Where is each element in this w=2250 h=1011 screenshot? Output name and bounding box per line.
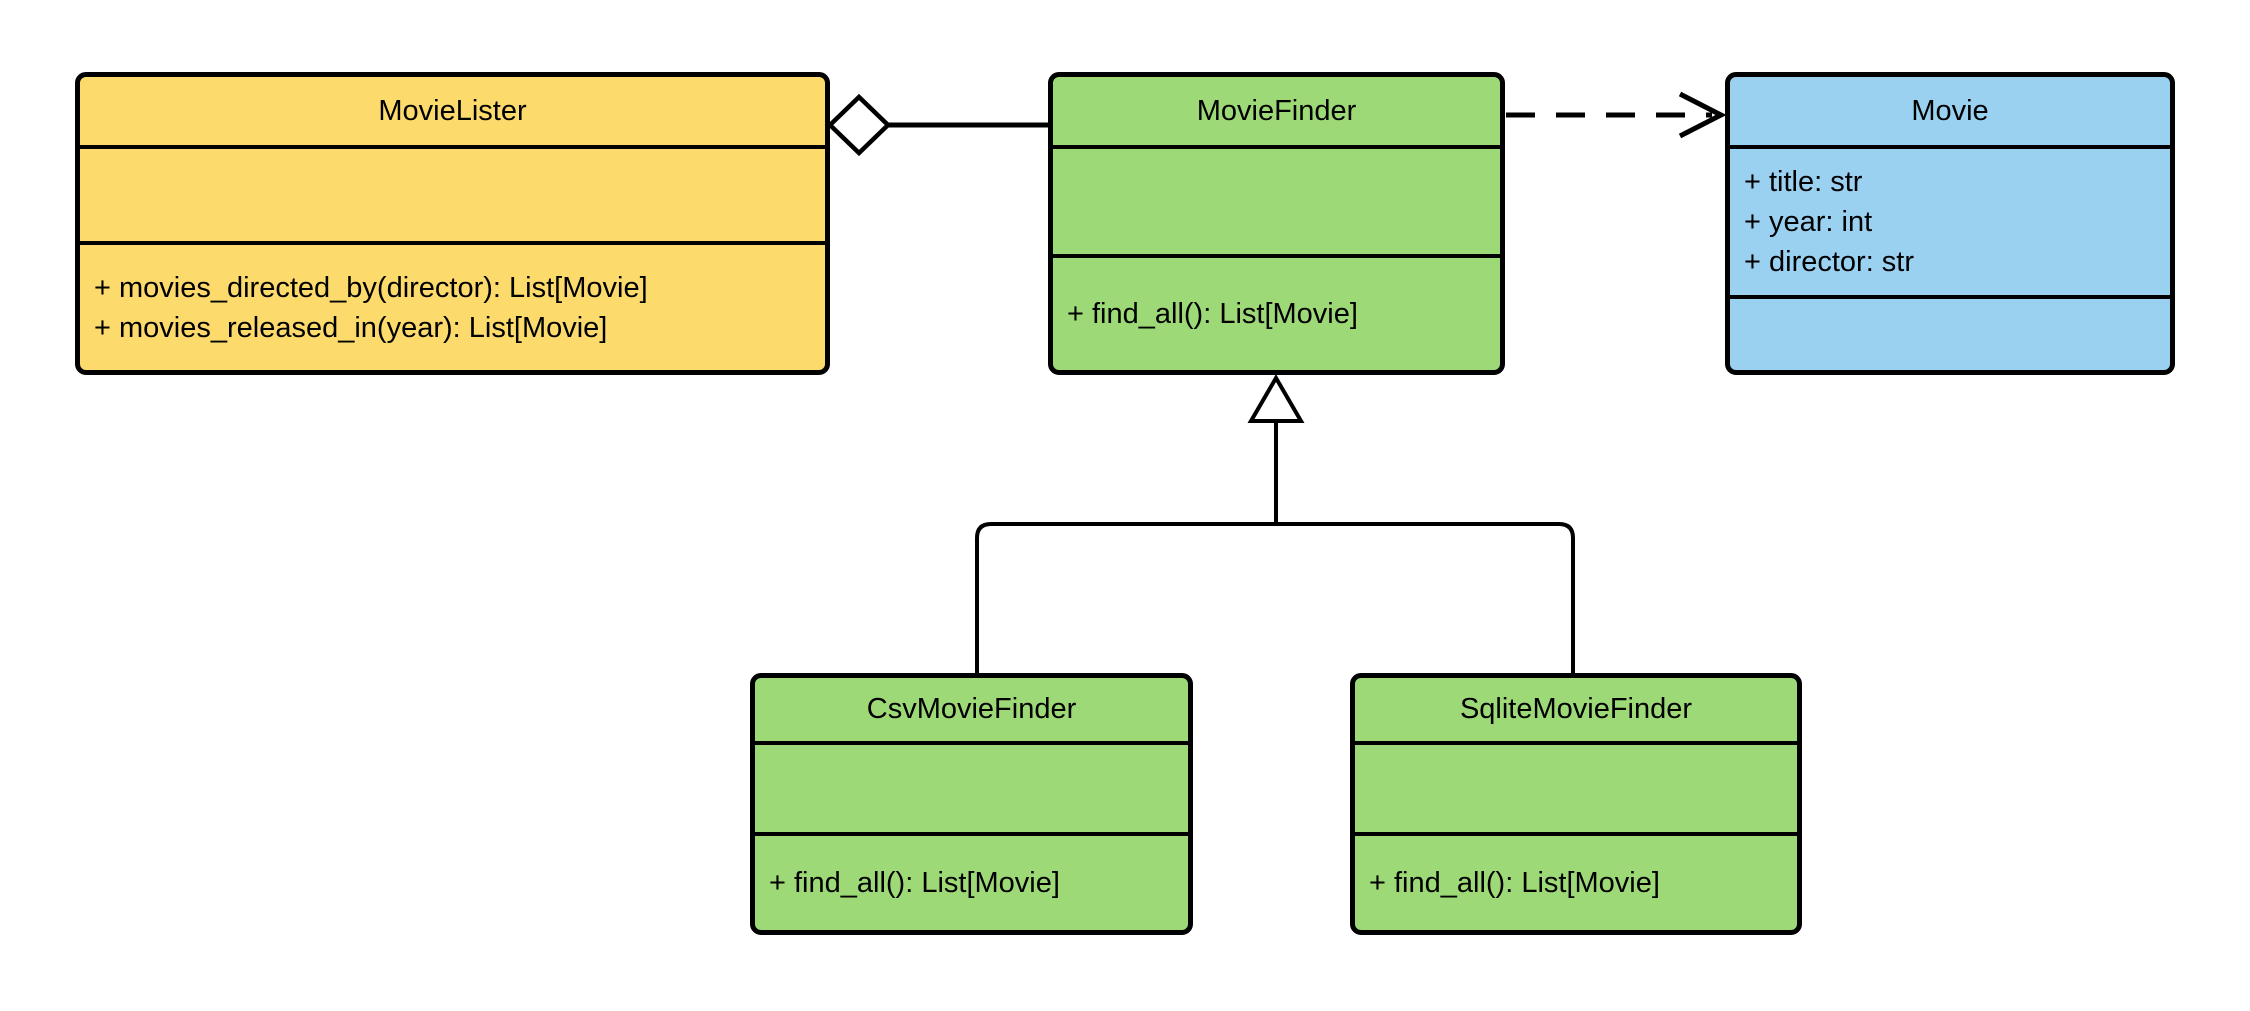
class-attributes-compartment — [1355, 741, 1797, 832]
aggregation-edge-movielister-moviefinder — [826, 93, 1048, 157]
class-methods-compartment — [1730, 295, 2170, 370]
class-methods-compartment: + find_all(): List[Movie] — [1053, 254, 1500, 370]
attribute-item: + year: int — [1744, 206, 1873, 238]
inheritance-triangle-icon — [1247, 374, 1305, 423]
class-box-movielister: MovieLister + movies_directed_by(directo… — [75, 72, 830, 375]
method-item: + movies_directed_by(director): List[Mov… — [94, 271, 648, 304]
class-attributes-compartment — [1053, 145, 1500, 254]
class-title-compartment: MovieLister — [80, 77, 825, 145]
class-box-moviefinder: MovieFinder + find_all(): List[Movie] — [1048, 72, 1505, 375]
method-item: + find_all(): List[Movie] — [769, 867, 1060, 899]
class-box-csvmoviefinder: CsvMovieFinder + find_all(): List[Movie] — [750, 673, 1193, 935]
class-title-compartment: SqliteMovieFinder — [1355, 678, 1797, 741]
aggregation-diamond-icon — [826, 93, 892, 157]
class-name-label: CsvMovieFinder — [866, 693, 1077, 725]
inheritance-edges-subfinders-moviefinder — [975, 374, 1575, 674]
class-name-label: MovieFinder — [1196, 94, 1357, 127]
class-name-label: Movie — [1911, 94, 1989, 127]
class-methods-compartment: + find_all(): List[Movie] — [755, 832, 1188, 930]
class-attributes-compartment — [80, 145, 825, 241]
class-name-label: MovieLister — [378, 94, 527, 127]
class-box-movie: Movie + title: str + year: int + directo… — [1725, 72, 2175, 375]
class-title-compartment: CsvMovieFinder — [755, 678, 1188, 741]
attribute-item: + director: str — [1744, 246, 1915, 278]
method-item: + movies_released_in(year): List[Movie] — [94, 311, 608, 344]
class-title-compartment: MovieFinder — [1053, 77, 1500, 145]
class-methods-compartment: + find_all(): List[Movie] — [1355, 832, 1797, 930]
dependency-edge-moviefinder-movie — [1506, 91, 1727, 139]
class-attributes-compartment: + title: str + year: int + director: str — [1730, 145, 2170, 295]
class-attributes-compartment — [755, 741, 1188, 832]
method-item: + find_all(): List[Movie] — [1067, 298, 1358, 330]
attribute-item: + title: str — [1744, 166, 1863, 198]
class-name-label: SqliteMovieFinder — [1459, 693, 1693, 725]
class-methods-compartment: + movies_directed_by(director): List[Mov… — [80, 241, 825, 370]
class-box-sqlitemoviefinder: SqliteMovieFinder + find_all(): List[Mov… — [1350, 673, 1802, 935]
dependency-arrowhead-icon — [1678, 91, 1727, 139]
inheritance-branch-line — [975, 522, 1575, 674]
class-title-compartment: Movie — [1730, 77, 2170, 145]
method-item: + find_all(): List[Movie] — [1369, 867, 1660, 899]
